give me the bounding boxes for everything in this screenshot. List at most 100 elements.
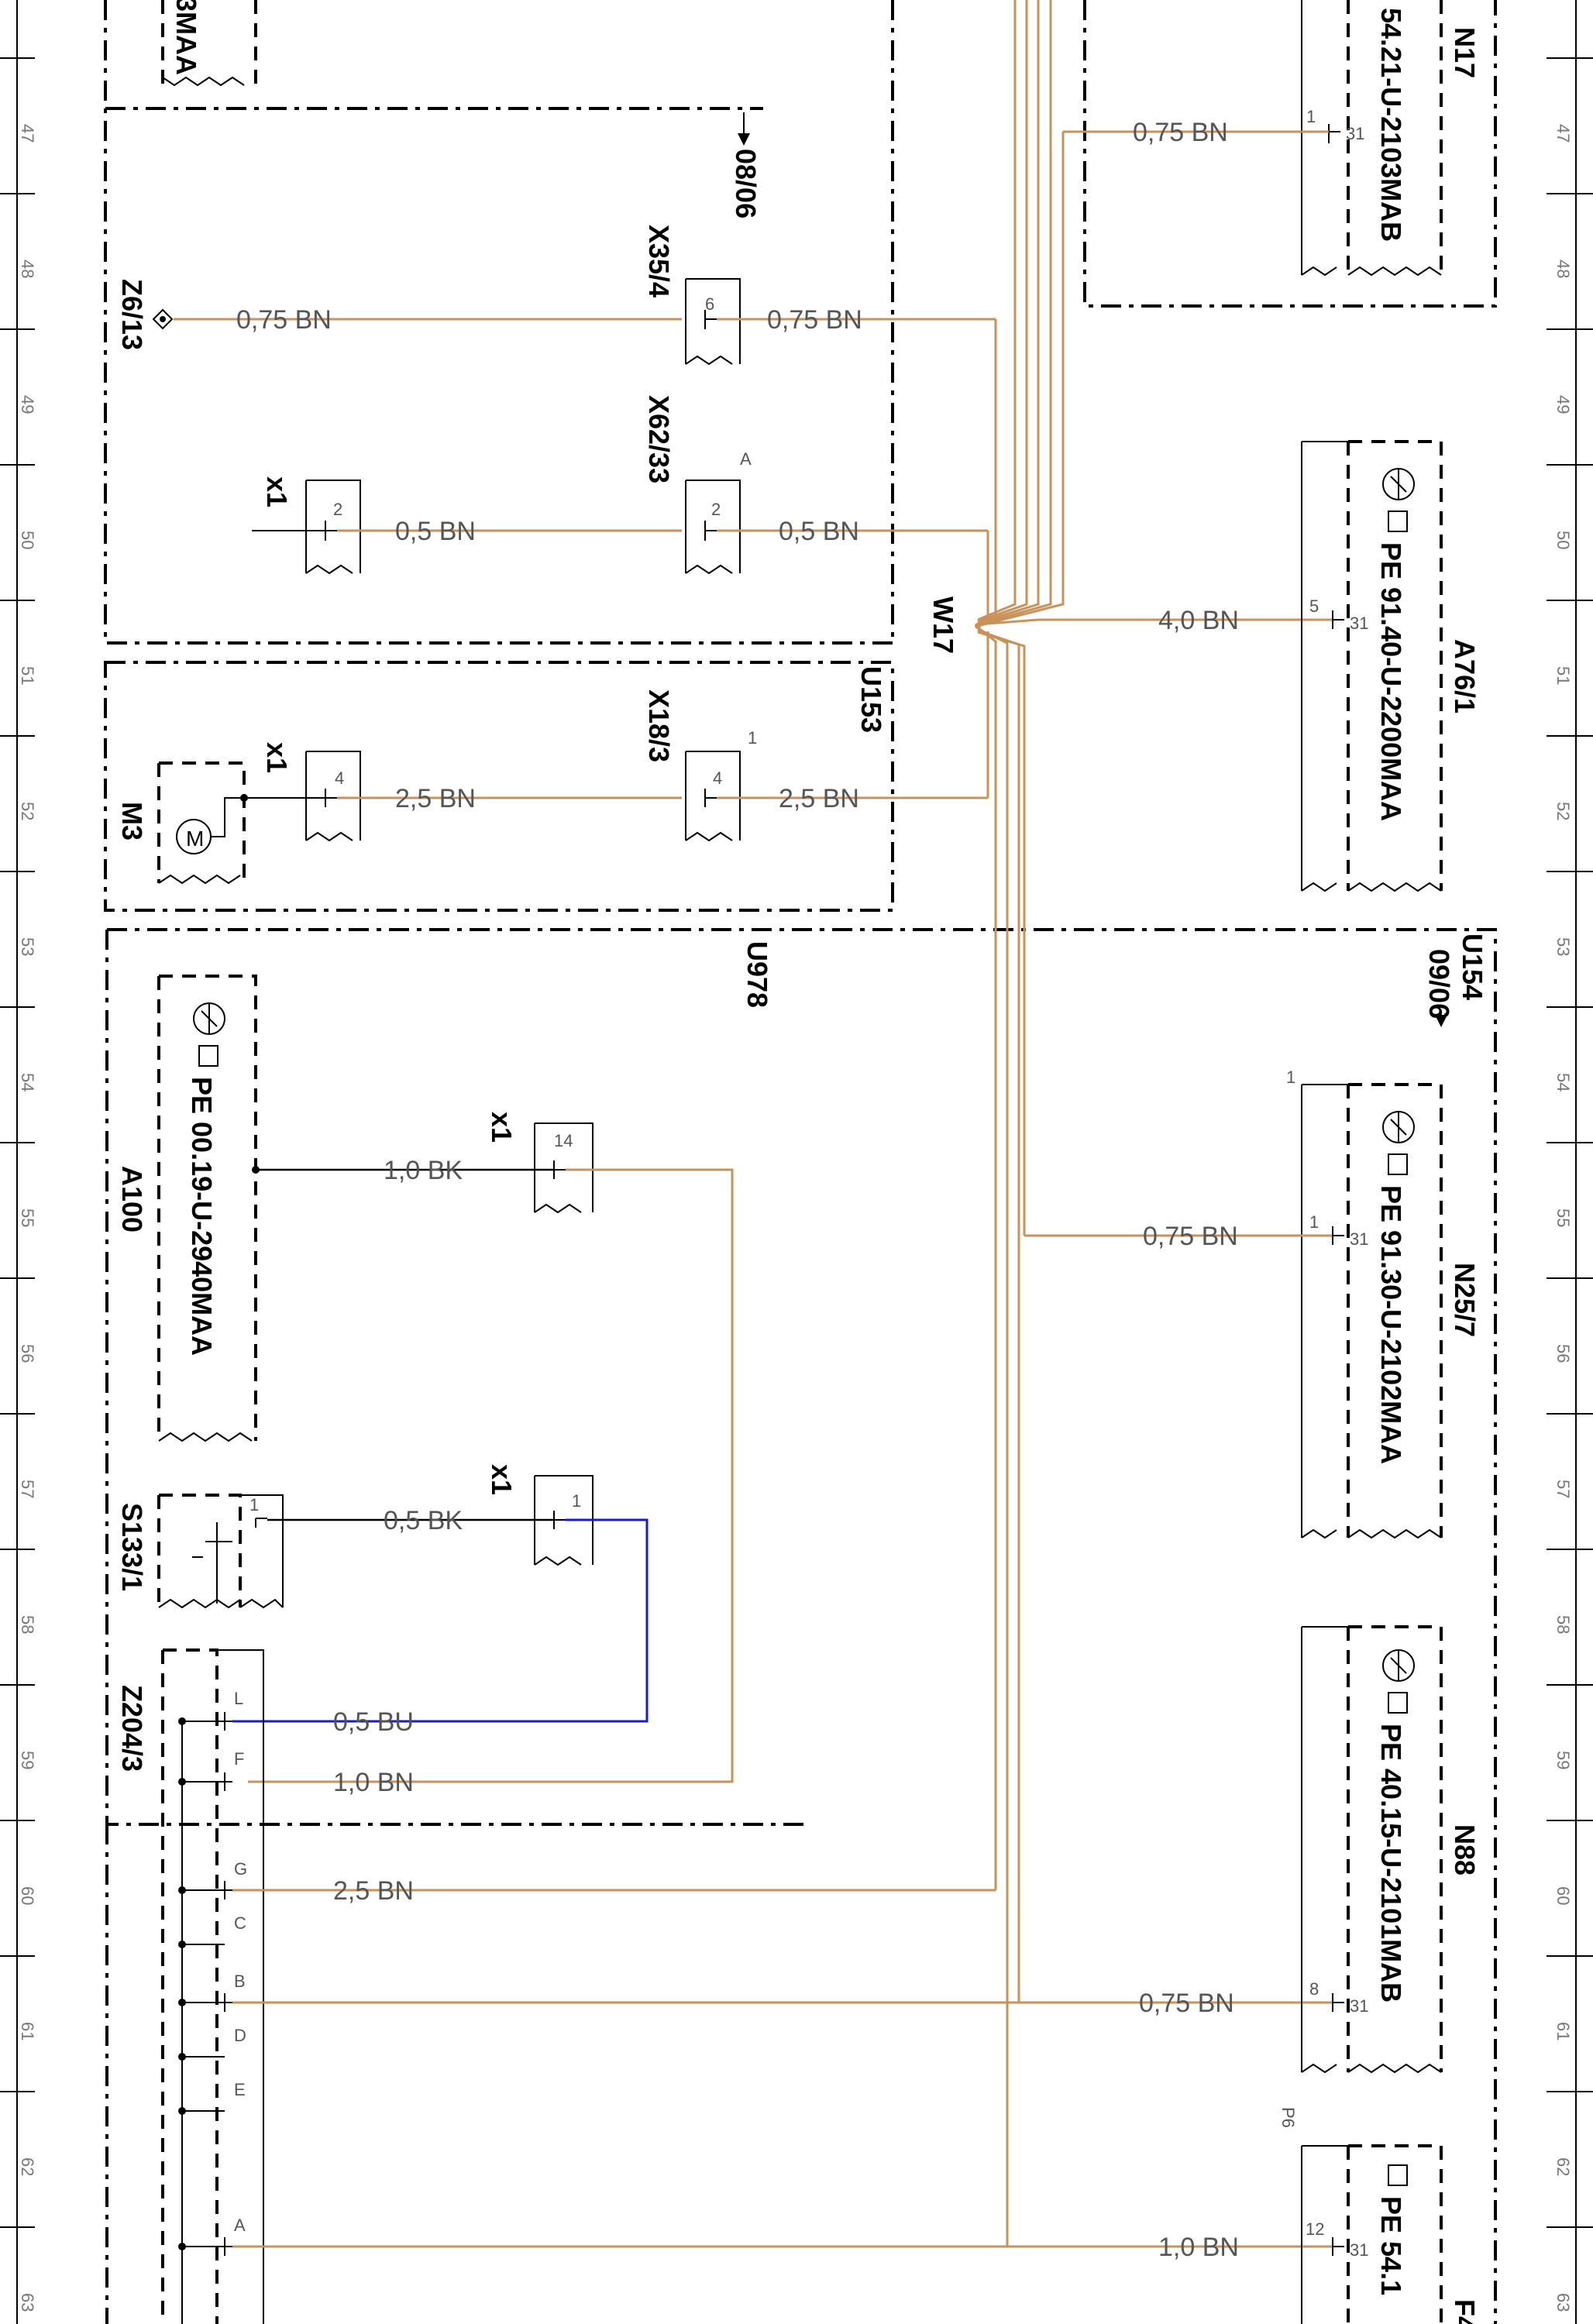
x1-label-d: x1 [486,1464,518,1495]
n25-pin-1-top: 1 [1286,1067,1295,1087]
grid-63-left: 63 [18,2293,37,2312]
x62-33-label: X62/33 [643,395,675,483]
z204-pin-l-text: L [234,1689,243,1708]
s133-pin-1: 1 [249,1495,259,1514]
grid-60-left: 60 [18,1886,37,1905]
x1d-pin-1: 1 [572,1491,581,1511]
a76-pe-label: PE 91.40-U-2200MAA [1375,542,1407,821]
a100-label: A100 [116,1166,148,1232]
grid-61-left: 61 [18,2022,37,2040]
grid-54-right: 54 [1553,1073,1573,1092]
x1-label-b: x1 [261,742,293,773]
s133-1-block: S133/1 1 0,5 BK x1 1 [116,1464,649,1723]
x1-label-a: x1 [261,476,293,507]
grid-49-right: 49 [1553,395,1573,414]
n25-wire-label: 0,75 BN [1143,1222,1238,1251]
x18-pin-1: 1 [748,728,757,748]
x1a-pin-2: 2 [333,500,342,519]
module-boundaries [104,0,1497,2324]
n88-pin-8: 8 [1309,1979,1319,1999]
a100-block: PE 00.19-U-2940MAA A100 1,0 BK x1 14 [116,975,734,1783]
p6-pin-31: 31 [1350,2240,1368,2260]
grid-47-right: 47 [1553,124,1573,143]
grid-47-left: 47 [18,124,37,143]
n88-label: N88 [1449,1824,1481,1875]
a76-1-block: 4,0 BN 5 31 PE 91.40-U-2200MAA A76/1 [1154,440,1481,892]
grid-48-right: 48 [1553,260,1573,278]
z6-13-row: Z6/13 0,75 BN X35/4 6 0,75 BN [116,225,997,620]
m3-wire-label: 2,5 BN [395,784,476,813]
p6-pin-12: 12 [1306,2219,1324,2239]
z204-pin-e: E [178,2080,246,2115]
grid-49-left: 49 [18,395,37,414]
z204-pin-d: D [178,2026,246,2061]
s133-wire-label: 0,5 BK [384,1506,463,1535]
x1b-pin-4: 4 [335,768,344,788]
grid-50-right: 50 [1553,531,1573,549]
right-ruler: 47 48 49 50 51 52 53 54 55 56 57 58 59 6… [1547,0,1593,2324]
n17-label: N17 [1449,27,1481,78]
n88-pe-label: PE 40.15-U-2101MAB [1375,1724,1407,2003]
x35-4-label: X35/4 [643,225,675,297]
grid-61-right: 61 [1553,2022,1573,2040]
x1c-pin-14: 14 [554,1131,573,1150]
n17-wire-label: 0,75 BN [1133,118,1228,147]
n25-pe-label: PE 91.30-U-2102MAA [1375,1185,1407,1464]
grid-56-right: 56 [1553,1344,1573,1363]
w17-label: W17 [927,596,959,654]
p6-block: P6 PE 54.1 F4 12 31 [1278,2107,1481,2324]
ref-0806-label: 08/06 [730,149,762,218]
left-ruler: 47 48 49 50 51 52 53 54 55 56 57 58 59 6… [0,0,37,2324]
grid-51-right: 51 [1553,666,1573,685]
n17-pin-1: 1 [1306,107,1316,126]
x62-row: x1 2 0,5 BN X62/33 A 2 0,5 BN [252,395,989,620]
a76-pin-5: 5 [1309,596,1319,616]
z204-f-wire-label: 1,0 BN [333,1768,414,1797]
grid-53-right: 53 [1553,937,1573,956]
n17-pe-label: 54.21-U-2103MAB [1375,8,1407,242]
z204-pin-b-text: B [234,1972,246,1991]
z204-pin-b: B [178,1972,246,2012]
ref-0906-arrow [1435,1015,1447,1027]
grid-54-left: 54 [18,1073,37,1092]
p6-pe-label: PE 54.1 [1375,2196,1407,2295]
x18-3-label: X18/3 [643,689,675,762]
z204-a-wire-label: 1,0 BN [1158,2233,1239,2262]
grid-53-left: 53 [18,937,37,956]
grid-55-right: 55 [1553,1208,1573,1227]
grid-48-left: 48 [18,260,37,278]
m3-motor-symbol: M [186,827,204,851]
a76-pin-31: 31 [1350,614,1368,633]
grid-55-left: 55 [18,1208,37,1227]
x1a-wire-label: 0,5 BN [395,517,476,546]
n17-pin-31: 31 [1346,124,1364,143]
grid-63-right: 63 [1553,2293,1573,2312]
z6-wire-label: 0,75 BN [236,305,332,335]
z204-pin-c-text: C [234,1913,246,1933]
a100-wire-label: 1,0 BK [384,1156,463,1185]
z204-b-wire-label: 0,75 BN [1139,1989,1234,2018]
n88-block: PE 40.15-U-2101MAB N88 8 31 [1301,1625,1481,2074]
x62-pin-2: 2 [711,500,721,519]
x1-label-c: x1 [486,1112,518,1143]
z204-3-block: Z204/3 L 0,5 BU F 1,0 BN G 2,5 BN C [116,1648,1333,2324]
grid-50-left: 50 [18,531,37,549]
u154-label: U154 [1457,933,1488,1000]
grid-62-right: 62 [1553,2157,1573,2176]
grid-56-left: 56 [18,1344,37,1363]
n25-pin-1: 1 [1309,1212,1319,1232]
break-mark [162,76,245,87]
grid-62-left: 62 [18,2157,37,2176]
x62-wire-label: 0,5 BN [779,517,859,546]
z204-pin-d-text: D [234,2026,246,2045]
z204-pin-f-text: F [234,1749,244,1769]
x35-wire-label: 0,75 BN [767,305,862,335]
grid-58-right: 58 [1553,1615,1573,1634]
grid-52-left: 52 [18,802,37,820]
z204-pin-g: G [178,1859,247,1899]
p6-label: P6 [1278,2107,1298,2128]
x18-wire-label: 2,5 BN [779,784,859,813]
n25-7-block: 1 PE 91.30-U-2102MAA N25/7 0,75 BN 1 31 [1024,1067,1481,1539]
top-left-module-label: 3MAA [170,0,202,75]
